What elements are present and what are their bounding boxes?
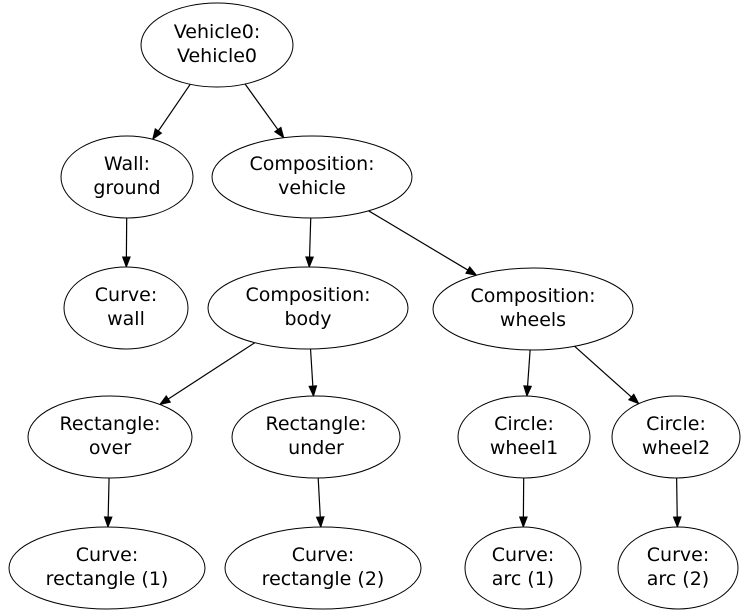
node-label-line2: rectangle (2)	[262, 568, 385, 590]
node-label-line2: ground	[93, 177, 160, 199]
node-comp_vehicle: Composition:vehicle	[211, 135, 413, 219]
node-ellipse	[211, 135, 413, 219]
node-label-line2: body	[285, 308, 332, 330]
edge-line	[526, 349, 531, 387]
node-label-line2: wheels	[500, 309, 566, 331]
edge-vehicle0-comp_vehicle	[244, 83, 285, 139]
node-label-line1: Curve:	[647, 544, 709, 566]
edge-arrowhead-icon	[103, 516, 113, 529]
node-ellipse	[457, 395, 591, 479]
node-label-line1: Composition:	[249, 153, 374, 175]
node-curve_arc1: Curve:arc (1)	[464, 526, 582, 610]
node-circle_wheel2: Circle:wheel2	[611, 395, 741, 479]
node-label-line2: arc (2)	[647, 568, 709, 590]
node-label-line2: Vehicle0	[177, 45, 257, 67]
edge-arrowhead-icon	[151, 128, 163, 141]
edge-arrowhead-icon	[523, 385, 533, 398]
node-ellipse	[60, 135, 194, 219]
edge-line	[157, 83, 191, 132]
edge-comp_body-rect_under	[308, 348, 318, 398]
edge-line	[676, 477, 678, 518]
edge-arrowhead-icon	[672, 516, 682, 529]
edge-line	[107, 477, 110, 518]
node-label-line2: wheel1	[490, 437, 558, 459]
node-label-line1: Composition:	[470, 285, 595, 307]
node-ellipse	[432, 267, 634, 351]
edge-line	[317, 477, 321, 518]
node-label-line2: wheel2	[642, 437, 710, 459]
edge-comp_vehicle-comp_body	[305, 217, 315, 269]
edge-wall_ground-curve_wall	[121, 217, 131, 269]
node-ellipse	[611, 395, 741, 479]
edge-comp_wheels-circle_wheel2	[574, 345, 640, 405]
edge-rect_over-curve_rect1	[103, 477, 113, 529]
node-ellipse	[63, 266, 189, 350]
node-label-line1: Rectangle:	[59, 413, 160, 435]
node-curve_rect2: Curve:rectangle (2)	[224, 526, 422, 610]
edge-line	[309, 348, 314, 387]
node-label-line2: wall	[107, 308, 145, 330]
node-vehicle0: Vehicle0:Vehicle0	[140, 2, 294, 88]
node-ellipse	[224, 526, 422, 610]
node-ellipse	[464, 526, 582, 610]
node-label-line2: over	[89, 437, 132, 459]
node-rect_over: Rectangle:over	[27, 395, 193, 479]
edge-comp_body-rect_over	[158, 342, 256, 406]
node-curve_arc2: Curve:arc (2)	[617, 526, 739, 610]
node-ellipse	[140, 2, 294, 88]
node-wall_ground: Wall:ground	[60, 135, 194, 219]
edge-circle_wheel2-curve_arc2	[672, 477, 682, 529]
node-circle_wheel1: Circle:wheel1	[457, 395, 591, 479]
node-comp_wheels: Composition:wheels	[432, 267, 634, 351]
edge-line	[308, 217, 312, 258]
node-label-line1: Curve:	[76, 544, 138, 566]
edge-arrowhead-icon	[315, 516, 325, 529]
node-label-line2: arc (1)	[492, 568, 554, 590]
edge-rect_under-curve_rect2	[315, 477, 325, 529]
node-label-line1: Wall:	[104, 153, 150, 175]
node-ellipse	[8, 526, 206, 610]
node-comp_body: Composition:body	[207, 266, 409, 350]
edge-comp_wheels-circle_wheel1	[523, 349, 533, 398]
edge-vehicle0-wall_ground	[151, 83, 191, 141]
node-ellipse	[27, 395, 193, 479]
node-label-line1: Curve:	[95, 284, 157, 306]
node-ellipse	[617, 526, 739, 610]
node-ellipse	[207, 266, 409, 350]
node-label-line1: Vehicle0:	[174, 21, 260, 43]
node-curve_wall: Curve:wall	[63, 266, 189, 350]
edge-arrowhead-icon	[273, 126, 285, 139]
node-label-line1: Rectangle:	[265, 413, 366, 435]
node-label-line2: vehicle	[278, 177, 346, 199]
node-label-line1: Curve:	[292, 544, 354, 566]
edge-arrowhead-icon	[518, 516, 528, 529]
node-label-line1: Composition:	[245, 284, 370, 306]
node-label-line1: Curve:	[492, 544, 554, 566]
edge-arrowhead-icon	[308, 385, 318, 398]
edge-line	[244, 83, 279, 130]
node-rect_under: Rectangle:under	[231, 395, 401, 479]
edges-layer	[103, 83, 682, 529]
edge-arrowhead-icon	[465, 265, 478, 276]
node-label-line1: Circle:	[494, 413, 554, 435]
edge-arrowhead-icon	[158, 394, 172, 406]
edge-arrowhead-icon	[305, 256, 315, 269]
edge-line	[167, 342, 256, 400]
edge-circle_wheel1-curve_arc1	[518, 477, 528, 529]
edge-arrowhead-icon	[627, 393, 640, 405]
node-label-line1: Circle:	[646, 413, 706, 435]
nodes-layer: Vehicle0:Vehicle0Wall:groundComposition:…	[8, 2, 741, 610]
node-ellipse	[231, 395, 401, 479]
edge-comp_vehicle-comp_wheels	[368, 210, 478, 276]
node-curve_rect1: Curve:rectangle (1)	[8, 526, 206, 610]
node-label-line2: under	[288, 437, 344, 459]
edge-arrowhead-icon	[121, 256, 131, 269]
edge-line	[574, 345, 632, 398]
edge-line	[368, 210, 469, 271]
node-label-line2: rectangle (1)	[46, 568, 169, 590]
